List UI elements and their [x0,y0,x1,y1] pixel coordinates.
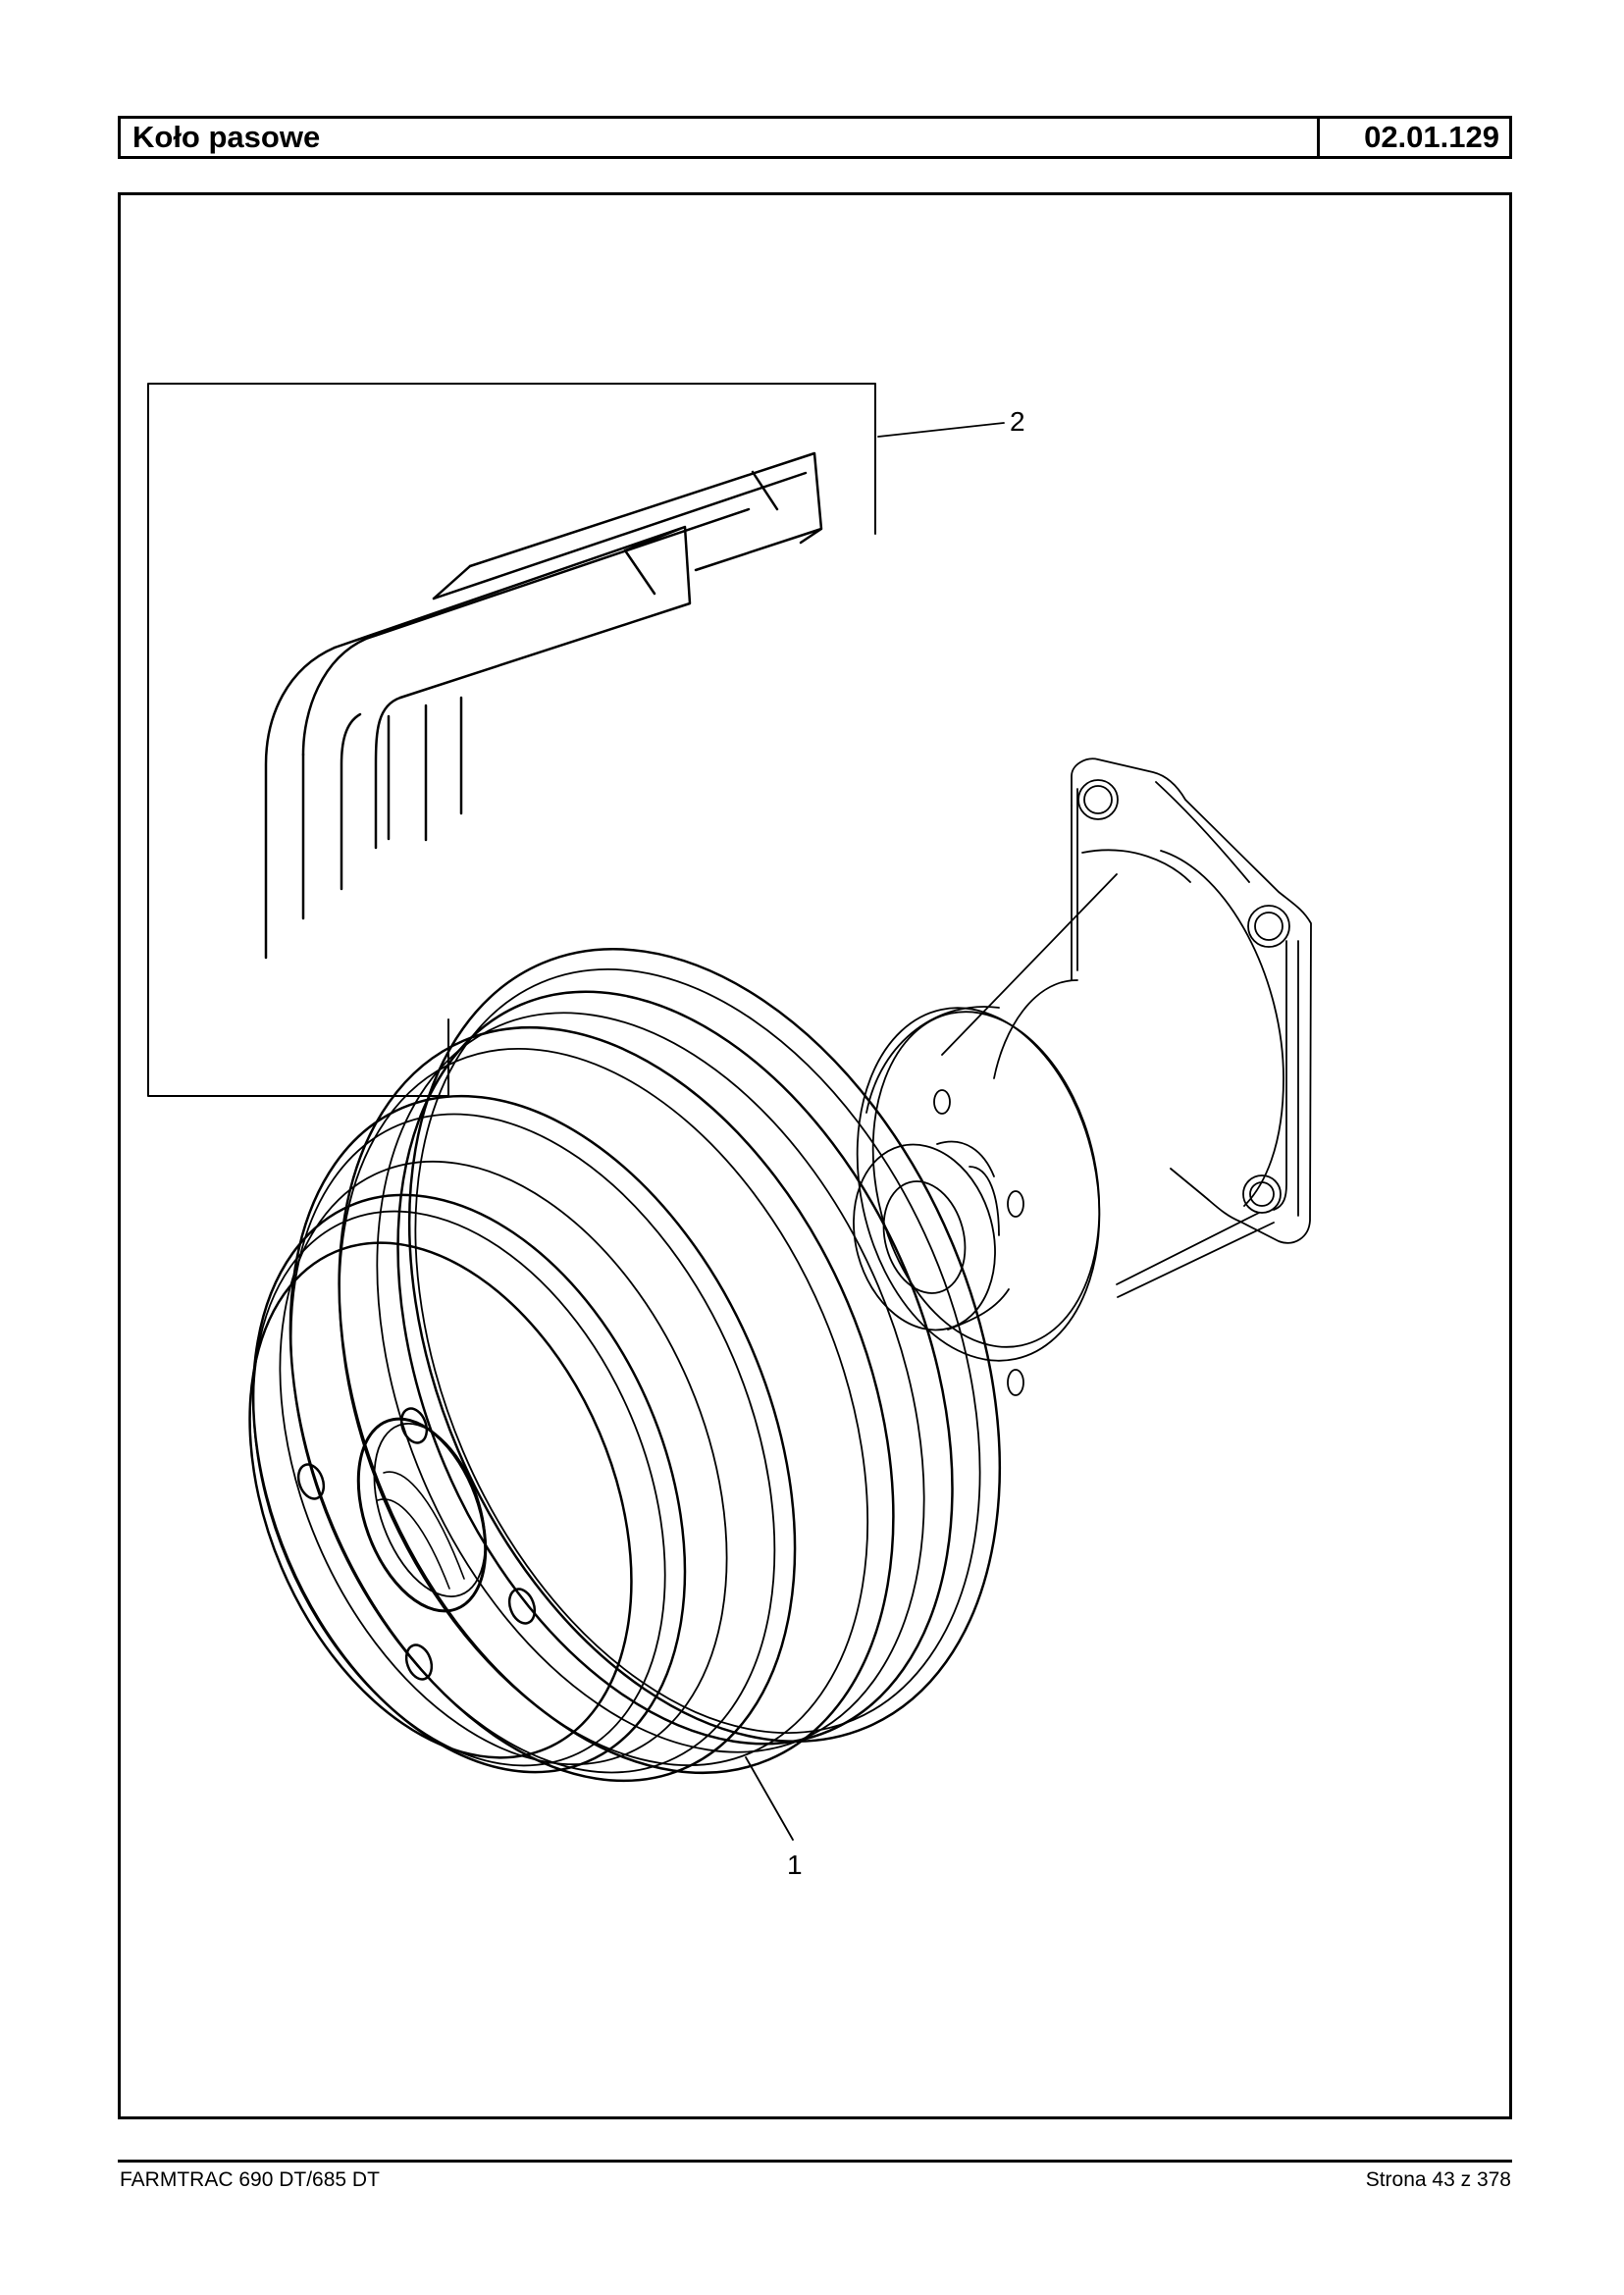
belt-bracket-lines [147,383,876,1097]
callout-1-label: 1 [787,1850,803,1880]
callout-2-leader [877,422,1005,438]
title-bar: Koło pasowe 02.01.129 [118,116,1512,159]
footer-model: FARMTRAC 690 DT/685 DT [120,2168,380,2191]
footer-page-number: Strona 43 z 378 [1365,2168,1511,2191]
part-group-code: 02.01.129 [1317,119,1509,156]
v-belt-drawing: 2 [147,383,1025,1097]
pulley-drawing [248,948,1002,1841]
callout-1-leader [745,1756,794,1841]
callout-2-label: 2 [1010,406,1025,437]
drawing-frame: 2 [118,192,1512,2119]
pump-housing-drawing [853,757,1312,1396]
footer-divider [118,2160,1512,2163]
page-title: Koło pasowe [132,120,321,154]
exploded-view-drawing: 2 [147,383,1312,1880]
